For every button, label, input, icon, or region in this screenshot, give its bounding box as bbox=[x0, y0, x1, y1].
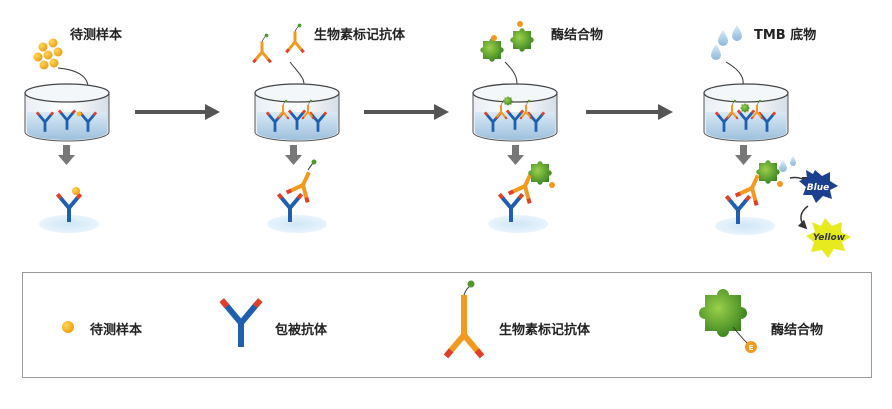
step-2 bbox=[251, 23, 340, 233]
step-2-label: 生物素标记抗体 bbox=[314, 28, 406, 43]
legend-biotin-antibody-label: 生物素标记抗体 bbox=[499, 323, 591, 338]
color-change-arrow bbox=[797, 205, 809, 230]
legend-icons: E bbox=[62, 280, 757, 359]
legend-sample-label: 待测样本 bbox=[90, 323, 143, 338]
tmb-drops-icon bbox=[711, 25, 742, 60]
svg-text:E: E bbox=[749, 344, 754, 352]
down-arrow bbox=[507, 145, 524, 165]
step-3-label: 酶结合物 bbox=[551, 28, 604, 43]
flow-arrow-3 bbox=[586, 104, 673, 120]
step-3 bbox=[472, 21, 558, 233]
result-2 bbox=[267, 159, 327, 233]
step-4: Blue Yellow bbox=[703, 25, 851, 258]
legend: E 待测样本 包被抗体 生物素标记抗体 酶结合物 bbox=[22, 272, 872, 378]
blue-label: Blue bbox=[807, 183, 829, 193]
down-arrow bbox=[58, 145, 75, 165]
yellow-product-burst: Yellow bbox=[806, 218, 851, 258]
legend-enzyme-conjugate-label: 酶结合物 bbox=[771, 323, 824, 338]
well-3 bbox=[472, 83, 558, 142]
enzyme-conjugate-icon bbox=[510, 28, 534, 52]
enzyme-conjugate-icon: E bbox=[699, 289, 757, 353]
well-2 bbox=[254, 83, 340, 142]
result-1 bbox=[39, 187, 99, 233]
step-1-label: 待测样本 bbox=[70, 28, 123, 43]
biotin-antibody-icon bbox=[284, 23, 306, 54]
flow-arrow-1 bbox=[135, 104, 220, 120]
biotin-antibody-icon bbox=[443, 280, 485, 359]
flow-arrow-2 bbox=[364, 104, 449, 120]
blue-product-burst: Blue bbox=[799, 170, 838, 203]
down-arrow bbox=[735, 145, 752, 165]
step-4-label: TMB 底物 bbox=[754, 28, 817, 43]
biotin-antibody-icon bbox=[251, 33, 273, 64]
legend-capture-antibody-label: 包被抗体 bbox=[275, 323, 328, 338]
capture-antibody-icon bbox=[219, 298, 263, 347]
down-arrow bbox=[285, 145, 302, 165]
well-1 bbox=[24, 83, 110, 142]
step-1 bbox=[24, 38, 110, 233]
enzyme-conjugate-icon bbox=[480, 38, 504, 62]
result-4 bbox=[715, 156, 811, 235]
sample-dots-icon bbox=[33, 38, 63, 70]
sample-dot-icon bbox=[62, 321, 74, 333]
result-3 bbox=[488, 161, 555, 233]
well-4 bbox=[703, 83, 789, 142]
yellow-label: Yellow bbox=[813, 233, 846, 243]
